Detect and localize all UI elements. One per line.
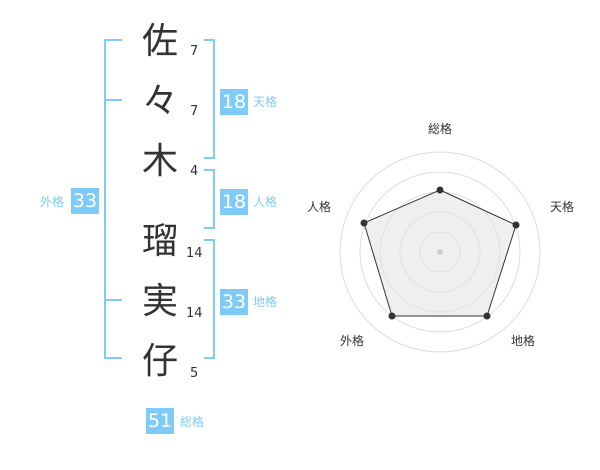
radar-point-soukaku	[436, 186, 444, 194]
radar-label-jinkaku: 人格	[307, 200, 332, 214]
jinkaku-value: 18	[220, 189, 248, 215]
stroke-count-6: 5	[190, 366, 199, 381]
stroke-count-2: 7	[190, 104, 199, 119]
stroke-count-1: 7	[190, 44, 199, 59]
soukaku-label: 総格	[180, 415, 205, 429]
name-char-4: 瑠	[141, 221, 178, 262]
radar-label-gaikaku: 外格	[340, 334, 365, 348]
gaikaku-value: 33	[71, 188, 99, 214]
chikaku-bracket	[204, 239, 215, 359]
soukaku-value: 51	[146, 408, 174, 434]
radar-chart	[339, 151, 541, 353]
name-char-3: 木	[141, 141, 178, 182]
stroke-count-4: 14	[186, 246, 203, 261]
radar-ring	[359, 171, 521, 333]
radar-point-jinkaku	[360, 219, 368, 227]
radar-label-tenkaku: 天格	[550, 200, 575, 214]
stroke-count-3: 4	[190, 164, 199, 179]
gaikaku-label: 外格	[40, 195, 65, 209]
chikaku-label: 地格	[253, 295, 278, 309]
radar-center	[437, 249, 443, 255]
name-char-1: 佐	[141, 21, 178, 62]
radar-point-chikaku	[483, 312, 491, 320]
chikaku-value: 33	[220, 289, 248, 315]
radar-label-chikaku: 地格	[511, 334, 536, 348]
stroke-count-5: 14	[186, 306, 203, 321]
jinkaku-bracket	[204, 169, 215, 229]
tenkaku-bracket	[204, 39, 215, 159]
radar-ring	[339, 151, 541, 353]
gaikaku-bracket	[104, 39, 122, 359]
name-char-5: 実	[141, 281, 178, 322]
tenkaku-label: 天格	[253, 95, 278, 109]
jinkaku-label: 人格	[253, 195, 278, 209]
tenkaku-value: 18	[220, 89, 248, 115]
radar-point-gaikaku	[388, 312, 396, 320]
name-char-6: 仔	[141, 341, 178, 382]
radar-point-tenkaku	[512, 221, 520, 229]
radar-label-soukaku: 総格	[428, 122, 453, 136]
name-char-2: 々	[141, 81, 178, 122]
